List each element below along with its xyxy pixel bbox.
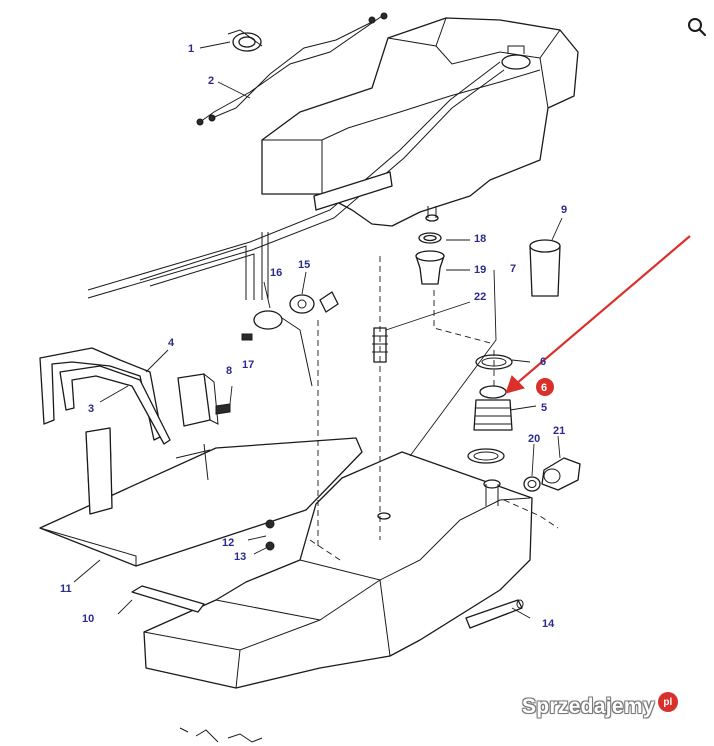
callout-5: 5 xyxy=(541,402,547,414)
bellows-part-5 xyxy=(473,385,513,431)
leader-lines xyxy=(73,41,563,619)
sender-unit-part-16 xyxy=(253,291,339,387)
callout-17: 17 xyxy=(242,359,254,371)
gasket-part-15 xyxy=(289,294,315,314)
upper-fuel-tank xyxy=(261,17,579,227)
callout-2: 2 xyxy=(208,75,214,87)
callout-4: 4 xyxy=(168,337,175,349)
search-button[interactable] xyxy=(684,14,710,40)
callout-12: 12 xyxy=(222,537,234,549)
callout-1: 1 xyxy=(188,43,194,55)
o-ring-part-18 xyxy=(418,232,442,244)
lower-fuel-tank xyxy=(143,451,533,689)
callout-9: 9 xyxy=(561,204,567,216)
search-icon xyxy=(688,18,707,37)
callout-13: 13 xyxy=(234,551,246,563)
callout-18: 18 xyxy=(474,233,486,245)
hose-fitting-part-22 xyxy=(372,327,388,363)
clamp-part-1 xyxy=(227,29,263,52)
callout-21: 21 xyxy=(553,425,565,437)
clamp-part-6-lower xyxy=(467,448,505,464)
callout-6b: 6 xyxy=(541,382,547,394)
callout-15: 15 xyxy=(298,259,310,271)
callout-8: 8 xyxy=(226,365,232,377)
strap-part-4 xyxy=(59,365,171,445)
cropped-lower-detail xyxy=(179,727,263,743)
watermark: Sprzedajemy pl xyxy=(522,692,678,719)
washer-part-20 xyxy=(523,476,541,492)
callout-16: 16 xyxy=(270,267,282,279)
sleeve-part-9 xyxy=(529,239,561,297)
assembly-lines xyxy=(309,256,559,561)
callout-22: 22 xyxy=(474,291,486,303)
callout-10: 10 xyxy=(82,613,94,625)
callout-6: 6 xyxy=(540,356,546,368)
watermark-text: Sprzedajemy xyxy=(522,695,655,718)
union-part-21 xyxy=(541,457,581,491)
callout-7: 7 xyxy=(510,263,516,275)
strap-part-3 xyxy=(39,347,163,441)
callout-14: 14 xyxy=(542,618,555,630)
callout-19: 19 xyxy=(474,264,486,276)
screw-part-17 xyxy=(241,333,253,341)
callout-3: 3 xyxy=(88,403,94,415)
watermark-badge: pl xyxy=(657,692,678,712)
bar-part-10 xyxy=(131,585,205,613)
callout-labels: 1 2 3 4 5 6 6 7 8 9 10 11 12 13 14 15 16… xyxy=(60,43,567,630)
fitting-part-19 xyxy=(415,250,445,285)
callout-20: 20 xyxy=(528,433,540,445)
highlight-badge xyxy=(536,378,554,396)
callout-11: 11 xyxy=(60,583,72,595)
red-pointer-arrow xyxy=(505,235,691,394)
platform-part-11 xyxy=(39,427,363,567)
fuel-pipes xyxy=(87,61,505,300)
bracket-part-8 xyxy=(177,373,231,427)
tube-part-14 xyxy=(465,599,524,629)
wire-harness-part-2 xyxy=(196,12,388,126)
